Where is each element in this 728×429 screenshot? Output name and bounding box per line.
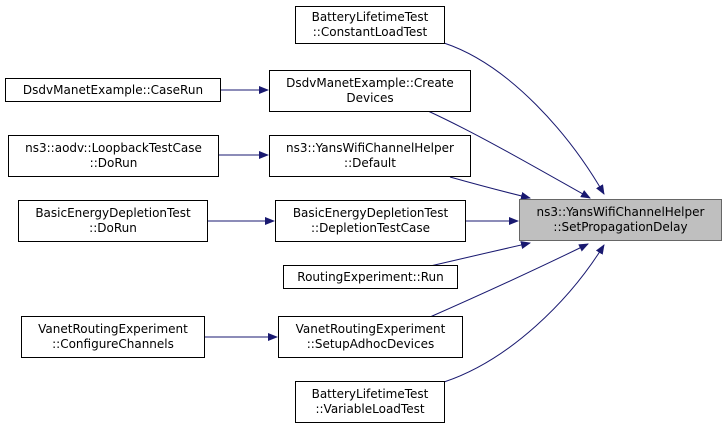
node-dsdv-create-line2: Devices — [346, 91, 394, 105]
edge-constantload-to-focus — [443, 42, 605, 195]
node-dsdv-caserun-line1: DsdvManetExample::CaseRun — [22, 82, 204, 97]
node-aodv-loopback-line1: ns3::aodv::LoopbackTestCase — [25, 141, 202, 155]
node-yans-default[interactable]: ns3::YansWifiChannelHelper ::Default — [269, 135, 471, 177]
node-depletion-testcase[interactable]: BasicEnergyDepletionTest ::DepletionTest… — [275, 200, 466, 242]
node-vanet-setup-line1: VanetRoutingExperiment — [295, 322, 446, 336]
node-focus-line2: ::SetPropagationDelay — [553, 220, 688, 234]
node-battery-variable-line2: ::VariableLoadTest — [315, 402, 425, 416]
node-depletion-testcase-line2: ::DepletionTestCase — [310, 221, 431, 235]
node-aodv-loopback-line2: ::DoRun — [89, 156, 138, 170]
node-vanet-configure-line2: ::ConfigureChannels — [52, 337, 174, 351]
node-battery-constant-line1: BatteryLifetimeTest — [311, 10, 429, 24]
node-battery-constantloadtest[interactable]: BatteryLifetimeTest ::ConstantLoadTest — [295, 6, 445, 44]
node-depletion-dorun-line1: BasicEnergyDepletionTest — [35, 206, 191, 220]
node-vanet-setupadhocdevices[interactable]: VanetRoutingExperiment ::SetupAdhocDevic… — [278, 316, 463, 358]
node-routing-run[interactable]: RoutingExperiment::Run — [283, 265, 458, 289]
node-depletion-testcase-line1: BasicEnergyDepletionTest — [292, 206, 449, 220]
edge-variableload-to-focus — [443, 244, 605, 383]
node-battery-constant-line2: ::ConstantLoadTest — [312, 25, 428, 39]
node-dsdv-createdevices[interactable]: DsdvManetExample::Create Devices — [269, 70, 471, 112]
node-yans-default-line1: ns3::YansWifiChannelHelper — [286, 141, 454, 155]
node-dsdv-create-line1: DsdvManetExample::Create — [286, 76, 454, 90]
node-battery-variableloadtest[interactable]: BatteryLifetimeTest ::VariableLoadTest — [295, 381, 445, 423]
node-vanet-setup-line2: ::SetupAdhocDevices — [306, 337, 435, 351]
edge-dsdvcreate-to-focus — [427, 110, 591, 199]
node-depletion-dorun-line2: ::DoRun — [89, 221, 137, 235]
node-aodv-loopback-dorun[interactable]: ns3::aodv::LoopbackTestCase ::DoRun — [8, 135, 219, 177]
node-focus-setpropagationdelay: ns3::YansWifiChannelHelper ::SetPropagat… — [519, 199, 722, 241]
node-battery-variable-line1: BatteryLifetimeTest — [311, 387, 429, 401]
node-vanet-configure-line1: VanetRoutingExperiment — [38, 322, 188, 336]
node-focus-line1: ns3::YansWifiChannelHelper — [536, 205, 705, 219]
node-yans-default-line2: ::Default — [344, 156, 396, 170]
edge-vanetsetup-to-focus — [429, 243, 589, 318]
node-vanet-configurechannels[interactable]: VanetRoutingExperiment ::ConfigureChanne… — [21, 316, 205, 358]
node-routing-run-line1: RoutingExperiment::Run — [297, 269, 444, 284]
node-depletion-dorun[interactable]: BasicEnergyDepletionTest ::DoRun — [18, 200, 208, 242]
edge-routingrun-to-focus — [425, 241, 531, 268]
node-dsdv-caserun[interactable]: DsdvManetExample::CaseRun — [5, 78, 221, 102]
edge-yansdefault-to-focus — [449, 176, 531, 200]
